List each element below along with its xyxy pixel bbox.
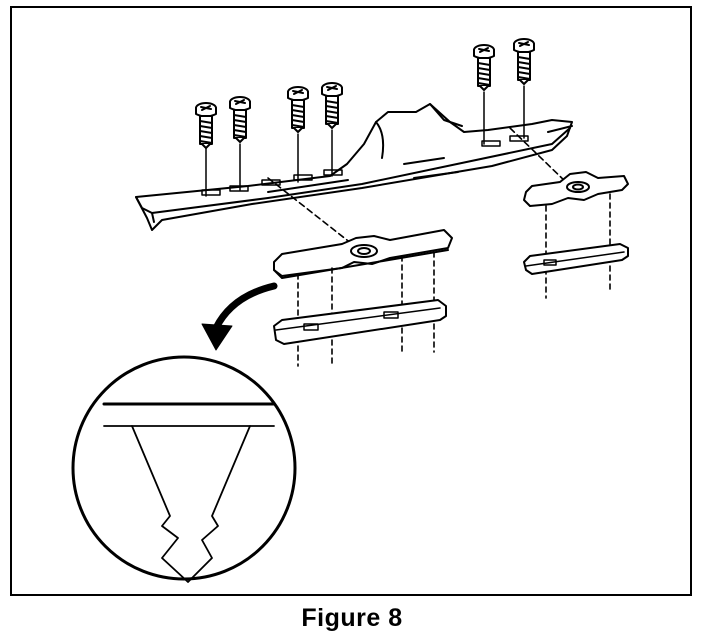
leader-lines (267, 127, 569, 245)
upper-blade-left (273, 229, 453, 279)
upper-blade-right (523, 171, 629, 207)
screw-6 (513, 38, 535, 139)
screws-group (195, 38, 535, 197)
blade-tooth-detail (71, 355, 297, 583)
lower-blade-right (523, 243, 629, 275)
screw-1 (195, 102, 217, 197)
screw-3 (287, 86, 309, 183)
exploded-diagram (71, 38, 629, 583)
drop-lines-right (545, 193, 611, 299)
lower-blade-left (273, 299, 447, 345)
screw-4 (321, 82, 343, 177)
figure-caption: Figure 8 (301, 604, 403, 632)
screw-2 (229, 96, 251, 191)
figure-frame (10, 6, 692, 596)
cutter-bar (135, 103, 573, 231)
detail-arrow (201, 282, 278, 351)
screw-5 (473, 44, 495, 145)
